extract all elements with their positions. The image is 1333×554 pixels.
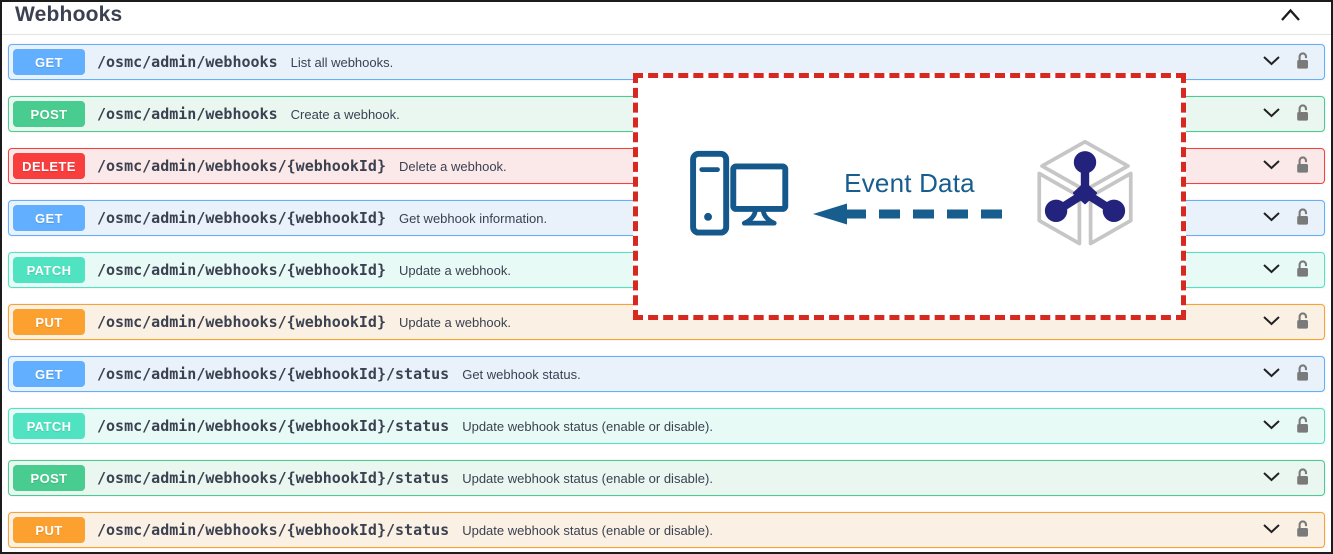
endpoint-description: Update webhook status (enable or disable… bbox=[462, 418, 713, 434]
endpoint-path: /osmc/admin/webhooks/{webhookId} bbox=[97, 157, 386, 175]
authorize-button[interactable] bbox=[1295, 259, 1310, 282]
unlocked-padlock-icon bbox=[1295, 415, 1310, 438]
method-badge: DELETE bbox=[13, 153, 85, 179]
method-badge: GET bbox=[13, 49, 85, 75]
unlocked-padlock-icon bbox=[1295, 103, 1310, 126]
endpoint-row[interactable]: GET /osmc/admin/webhooks/{webhookId}/sta… bbox=[8, 356, 1325, 392]
authorize-button[interactable] bbox=[1295, 363, 1310, 386]
collapse-section-button[interactable] bbox=[1276, 3, 1305, 26]
method-badge: POST bbox=[13, 465, 85, 491]
endpoint-row[interactable]: PUT /osmc/admin/webhooks/{webhookId}/sta… bbox=[8, 512, 1325, 548]
unlocked-padlock-icon bbox=[1295, 259, 1310, 282]
chevron-up-icon bbox=[1278, 8, 1303, 26]
authorize-button[interactable] bbox=[1295, 51, 1310, 74]
expand-endpoint-button[interactable] bbox=[1261, 158, 1282, 174]
event-data-label: Event Data bbox=[844, 167, 975, 198]
unlocked-padlock-icon bbox=[1295, 467, 1310, 490]
method-badge: POST bbox=[13, 101, 85, 127]
method-badge: PUT bbox=[13, 309, 85, 335]
chevron-down-icon bbox=[1261, 210, 1282, 226]
expand-endpoint-button[interactable] bbox=[1261, 262, 1282, 278]
chevron-down-icon bbox=[1261, 54, 1282, 70]
endpoint-description: Delete a webhook. bbox=[398, 158, 507, 174]
endpoint-description: Get webhook information. bbox=[398, 210, 548, 226]
chevron-down-icon bbox=[1261, 522, 1282, 538]
endpoint-description: Get webhook status. bbox=[462, 366, 581, 382]
chevron-down-icon bbox=[1261, 366, 1282, 382]
chevron-down-icon bbox=[1261, 262, 1282, 278]
endpoint-path: /osmc/admin/webhooks/{webhookId} bbox=[97, 209, 386, 227]
method-badge: GET bbox=[13, 361, 85, 387]
expand-endpoint-button[interactable] bbox=[1261, 470, 1282, 486]
chevron-down-icon bbox=[1261, 418, 1282, 434]
endpoint-path: /osmc/admin/webhooks bbox=[97, 53, 278, 71]
authorize-button[interactable] bbox=[1295, 415, 1310, 438]
endpoint-path: /osmc/admin/webhooks bbox=[97, 105, 278, 123]
unlocked-padlock-icon bbox=[1295, 519, 1310, 542]
expand-endpoint-button[interactable] bbox=[1261, 522, 1282, 538]
authorize-button[interactable] bbox=[1295, 207, 1310, 230]
unlocked-padlock-icon bbox=[1295, 51, 1310, 74]
endpoint-description: Update webhook status (enable or disable… bbox=[462, 522, 713, 538]
unlocked-padlock-icon bbox=[1295, 207, 1310, 230]
chevron-down-icon bbox=[1261, 106, 1282, 122]
expand-endpoint-button[interactable] bbox=[1261, 210, 1282, 226]
authorize-button[interactable] bbox=[1295, 311, 1310, 334]
endpoint-description: Update a webhook. bbox=[398, 262, 512, 278]
authorize-button[interactable] bbox=[1295, 155, 1310, 178]
method-badge: PUT bbox=[13, 517, 85, 543]
endpoint-path: /osmc/admin/webhooks/{webhookId}/status bbox=[97, 365, 450, 383]
endpoint-description: Update webhook status (enable or disable… bbox=[462, 470, 713, 486]
chevron-down-icon bbox=[1261, 158, 1282, 174]
authorize-button[interactable] bbox=[1295, 519, 1310, 542]
endpoint-description: List all webhooks. bbox=[290, 54, 394, 70]
endpoint-path: /osmc/admin/webhooks/{webhookId} bbox=[97, 261, 386, 279]
section-title: Webhooks bbox=[15, 3, 123, 26]
section-header: Webhooks bbox=[2, 2, 1331, 35]
unlocked-padlock-icon bbox=[1295, 311, 1310, 334]
dashed-arrow-left-icon bbox=[811, 201, 1009, 232]
endpoint-description: Create a webhook. bbox=[290, 106, 400, 122]
expand-endpoint-button[interactable] bbox=[1261, 418, 1282, 434]
event-data-overlay: Event Data bbox=[633, 73, 1186, 320]
webhook-cube-icon bbox=[1029, 136, 1141, 257]
chevron-down-icon bbox=[1261, 470, 1282, 486]
expand-endpoint-button[interactable] bbox=[1261, 54, 1282, 70]
unlocked-padlock-icon bbox=[1295, 155, 1310, 178]
method-badge: GET bbox=[13, 205, 85, 231]
expand-endpoint-button[interactable] bbox=[1261, 314, 1282, 330]
endpoint-path: /osmc/admin/webhooks/{webhookId} bbox=[97, 313, 386, 331]
endpoint-path: /osmc/admin/webhooks/{webhookId}/status bbox=[97, 469, 450, 487]
endpoint-path: /osmc/admin/webhooks/{webhookId}/status bbox=[97, 521, 450, 539]
unlocked-padlock-icon bbox=[1295, 363, 1310, 386]
chevron-down-icon bbox=[1261, 314, 1282, 330]
endpoint-row[interactable]: POST /osmc/admin/webhooks/{webhookId}/st… bbox=[8, 460, 1325, 496]
endpoint-row[interactable]: PATCH /osmc/admin/webhooks/{webhookId}/s… bbox=[8, 408, 1325, 444]
authorize-button[interactable] bbox=[1295, 103, 1310, 126]
endpoint-description: Update a webhook. bbox=[398, 314, 512, 330]
endpoint-path: /osmc/admin/webhooks/{webhookId}/status bbox=[97, 417, 450, 435]
computer-icon bbox=[686, 142, 790, 251]
method-badge: PATCH bbox=[13, 413, 85, 439]
authorize-button[interactable] bbox=[1295, 467, 1310, 490]
expand-endpoint-button[interactable] bbox=[1261, 366, 1282, 382]
expand-endpoint-button[interactable] bbox=[1261, 106, 1282, 122]
method-badge: PATCH bbox=[13, 257, 85, 283]
event-data-flow: Event Data bbox=[811, 168, 1009, 232]
